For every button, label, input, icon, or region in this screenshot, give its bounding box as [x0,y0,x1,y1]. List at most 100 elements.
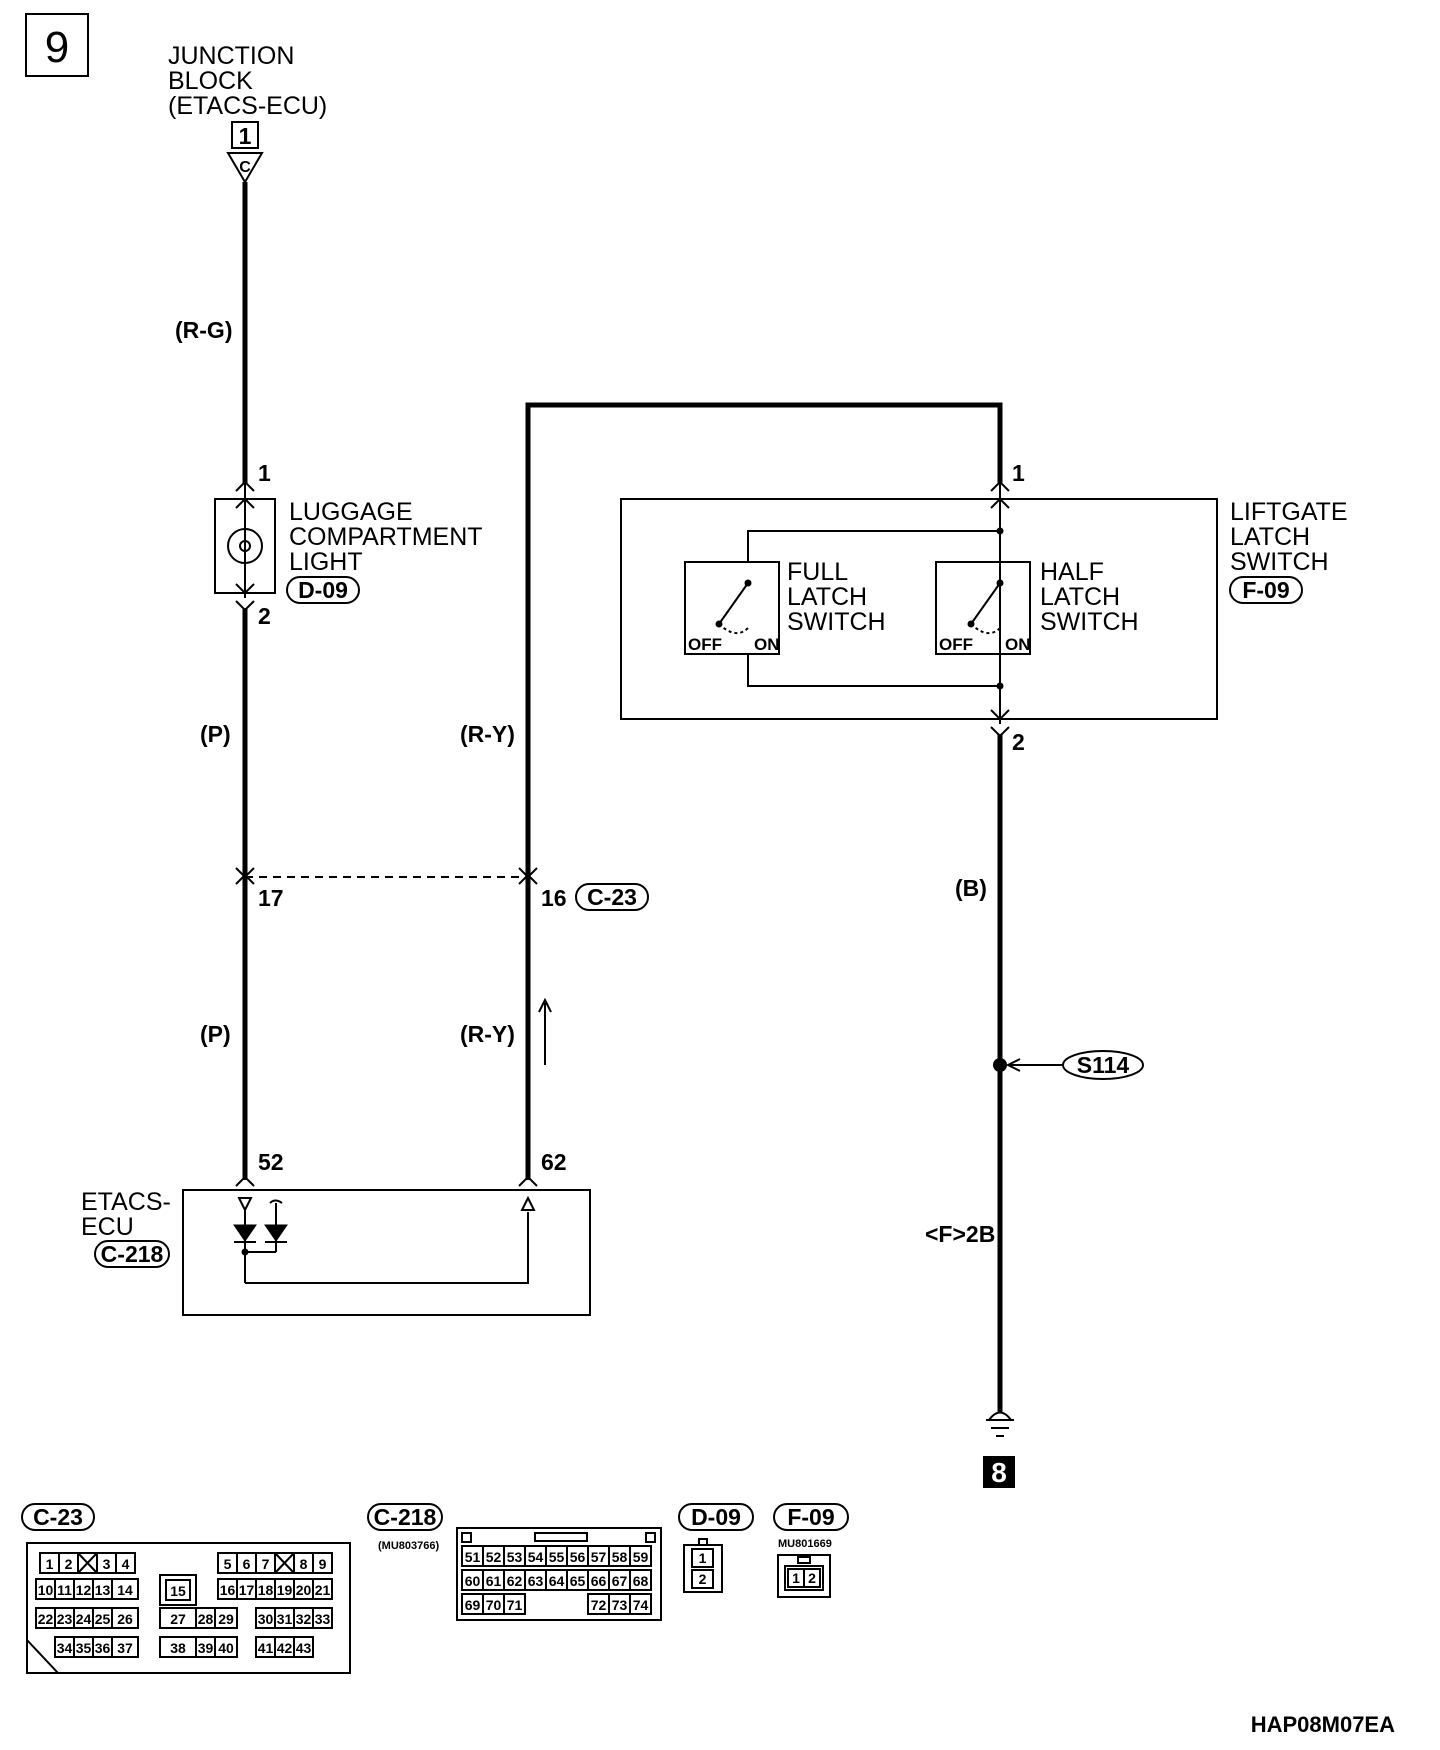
half-latch-label-3: SWITCH [1040,608,1139,636]
f09-part-number: MU801669 [778,1538,832,1550]
c23-face-label: C-23 [33,1504,83,1530]
c23-pin-cell: 19 [277,1582,293,1598]
luggage-compartment-light: 1 2 LUGGAGE COMPARTMENT LIGHT D-09 [214,460,483,629]
full-latch-label-3: SWITCH [787,608,886,636]
liftgate-label-3: SWITCH [1230,548,1329,576]
f09-face-label: F-09 [787,1504,834,1530]
half-latch-off: OFF [939,635,973,654]
c23-pin-cell: 5 [224,1556,232,1572]
f09-pin-cell: 2 [808,1570,816,1586]
full-latch-switch: OFF ON FULL LATCH SWITCH [684,558,886,655]
c23-pin-cell: 13 [95,1582,111,1598]
f09-pin-cell: 1 [792,1570,800,1586]
c218-pin-cell: 70 [486,1597,502,1613]
splice-label: S114 [1077,1052,1130,1078]
junction-block-terminal: 1 [239,123,252,149]
c218-pin-cell: 60 [465,1573,481,1589]
liftgate-connector-code: F-09 [1242,577,1289,603]
light-connector-code: D-09 [298,577,348,603]
d09-pin-cell: 1 [699,1550,707,1566]
wire-label-b: (B) [955,875,987,901]
ground: <F>2B 8 [925,1221,1015,1488]
ground-ref-box [983,1456,1015,1488]
c23-pin-cell: 21 [315,1582,331,1598]
c23-pin-cell: 3 [103,1556,111,1572]
connector-c218-face: C-218 (MU803766) 51 52 53 54 55 56 57 58… [367,1503,662,1621]
c218-pin-cell: 63 [528,1573,544,1589]
c23-pin-17: 17 [258,885,284,911]
c23-pin-cell: 4 [122,1556,130,1572]
etacs-ecu: 52 62 ETACS- ECU C-218 [81,1149,591,1316]
c23-pin-cell: 14 [117,1582,133,1598]
ecu-pin-52: 52 [258,1149,284,1175]
half-latch-label-2: LATCH [1040,583,1120,611]
connector-c23-face: C-23 1 2 3 4 5 6 7 8 9 10 11 12 13 14 15… [21,1503,351,1674]
c23-pin-cell: 26 [117,1611,133,1627]
liftgate-label-2: LATCH [1230,523,1310,551]
half-latch-on: ON [1005,635,1031,654]
d09-pin-cell: 2 [699,1571,707,1587]
liftgate-pin-1: 1 [1012,460,1025,486]
c23-pin-16: 16 [541,885,567,911]
c218-pin-cell: 54 [528,1549,544,1565]
wire-label-p-lower: (P) [200,1021,231,1047]
liftgate-label-1: LIFTGATE [1230,498,1348,526]
c218-pin-cell: 64 [549,1573,565,1589]
light-label-3: LIGHT [289,548,363,576]
ecu-label-2: ECU [81,1213,134,1241]
ecu-connector-code: C-218 [101,1241,164,1267]
c23-pin-cell: 28 [198,1611,214,1627]
c218-pin-cell: 67 [612,1573,628,1589]
c23-pin-cell: 9 [319,1556,327,1572]
c23-pin-cell: 6 [243,1556,251,1572]
wire-label-p-upper: (P) [200,721,231,747]
c218-pin-cell: 56 [570,1549,586,1565]
c218-pin-cell: 53 [507,1549,523,1565]
ecu-pin-62: 62 [541,1149,567,1175]
junction-block-line-3: (ETACS-ECU) [168,92,327,120]
c218-face-label: C-218 [374,1504,437,1530]
c23-pin-cell: 18 [258,1582,274,1598]
c218-pin-cell: 62 [507,1573,523,1589]
ecu-label-1: ETACS- [81,1188,171,1216]
d09-face-label: D-09 [691,1504,741,1530]
c23-pin-cell: 7 [262,1556,270,1572]
c23-pin-cell: 25 [95,1611,111,1627]
wire-label-r-g: (R-G) [175,317,232,343]
c218-pin-cell: 58 [612,1549,628,1565]
half-latch-label-1: HALF [1040,558,1104,586]
c218-pin-cell: 72 [591,1597,607,1613]
c23-pin-cell: 8 [300,1556,308,1572]
c23-pin-cell: 15 [170,1583,186,1599]
c23-pin-cell: 24 [76,1611,92,1627]
c23-pin-cell: 12 [76,1582,92,1598]
c23-pin-cell: 31 [277,1611,293,1627]
c23-pin-cell: 40 [218,1640,234,1656]
c23-pin-cell: 11 [57,1582,72,1598]
light-label-1: LUGGAGE [289,498,413,526]
c218-pin-cell: 51 [465,1549,481,1565]
full-latch-label-1: FULL [787,558,848,586]
c218-pin-cell: 55 [549,1549,565,1565]
c23-pin-cell: 20 [296,1582,312,1598]
c23-pin-cell: 33 [315,1611,331,1627]
c23-pin-cell: 27 [170,1611,186,1627]
wire-label-r-y-upper: (R-Y) [460,721,515,747]
full-latch-label-2: LATCH [787,583,867,611]
junction-block-line-1: JUNCTION [168,42,294,70]
c218-pin-cell: 71 [507,1597,523,1613]
c23-pin-cell: 17 [239,1582,255,1598]
c23-pin-cell: 29 [218,1611,234,1627]
light-pin-2: 2 [258,603,271,629]
c23-pin-cell: 36 [95,1640,111,1656]
half-latch-switch: OFF ON HALF LATCH SWITCH [935,558,1139,655]
c218-pin-cell: 68 [633,1573,649,1589]
c23-pin-cell: 2 [65,1556,73,1572]
c218-pin-cell: 74 [633,1597,649,1613]
c218-pin-cell: 52 [486,1549,502,1565]
c23-pin-cell: 38 [170,1640,186,1656]
wire-label-r-y-lower: (R-Y) [460,1021,515,1047]
c23-pin-cell: 34 [57,1640,73,1656]
full-latch-on: ON [754,635,780,654]
